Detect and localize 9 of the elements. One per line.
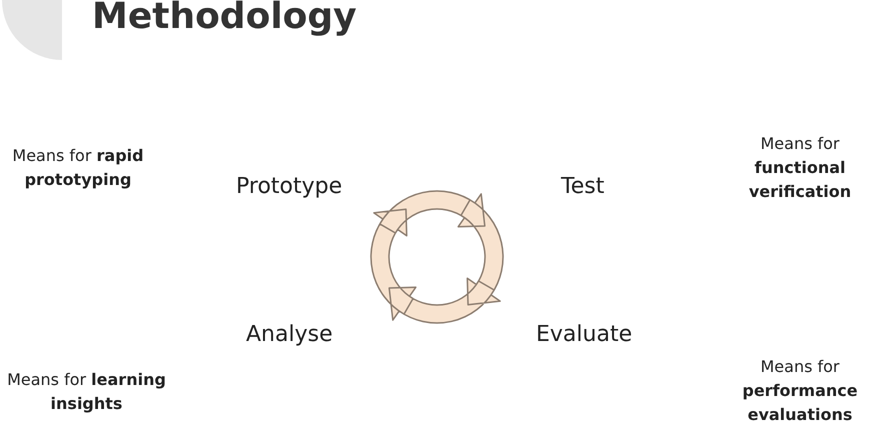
note-text: Means for rapid prototyping <box>11 145 145 191</box>
stage-label: Evaluate <box>536 322 632 347</box>
stage-label: Prototype <box>236 174 342 199</box>
stage-label: Analyse <box>246 322 333 347</box>
note-text: Means for performance evaluations <box>741 356 859 426</box>
note-text: Means for learning insights <box>6 369 167 415</box>
note-text: Means for functional verification <box>748 133 852 203</box>
stage-label: Test <box>561 174 604 199</box>
slide-title: Methodology <box>92 0 357 37</box>
